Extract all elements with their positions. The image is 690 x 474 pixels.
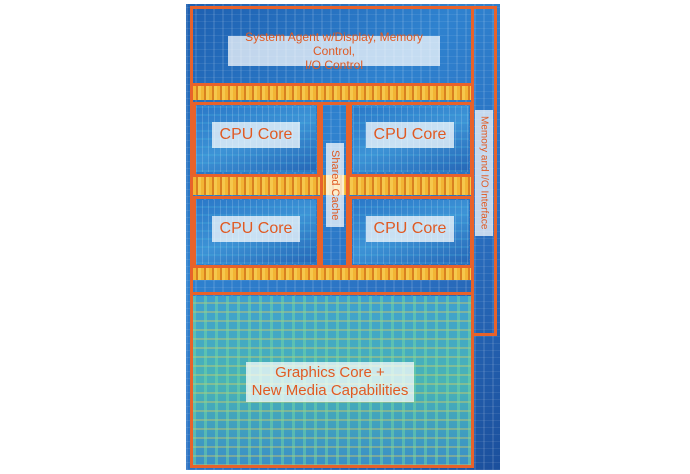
cache-strip-top [193, 86, 471, 100]
graphics-label: Graphics Core + New Media Capabilities [246, 362, 414, 402]
cpu-core-label-4: CPU Core [366, 216, 454, 242]
graphics-label-line1: Graphics Core + [275, 364, 385, 381]
cpu-core-text-1: CPU Core [219, 126, 293, 143]
graphics-label-line2: New Media Capabilities [251, 382, 409, 399]
shared-cache-text: Shared Cache [329, 149, 341, 221]
cpu-core-text-2: CPU Core [373, 126, 447, 143]
cpu-core-text-4: CPU Core [373, 220, 447, 237]
cpu-core-label-1: CPU Core [212, 122, 300, 148]
cpu-core-text-3: CPU Core [219, 220, 293, 237]
cache-strip-lower [193, 266, 471, 280]
cpu-core-label-3: CPU Core [212, 216, 300, 242]
shared-cache-region [320, 102, 349, 268]
system-agent-label: System Agent w/Display, Memory Control, … [228, 30, 440, 72]
cpu-core-region-1 [193, 102, 320, 177]
cpu-core-label-2: CPU Core [366, 122, 454, 148]
memory-io-text: Memory and I/O Interface [478, 116, 490, 230]
system-agent-label-line1: System Agent w/Display, Memory Control, [245, 30, 423, 58]
memory-io-label: Memory and I/O Interface [475, 110, 493, 236]
graphics-region [190, 292, 474, 468]
memory-io-region [471, 6, 497, 336]
cpu-core-region-3 [193, 196, 320, 268]
system-agent-label-line2: I/O Control [304, 58, 364, 72]
shared-cache-label: Shared Cache [326, 143, 344, 227]
